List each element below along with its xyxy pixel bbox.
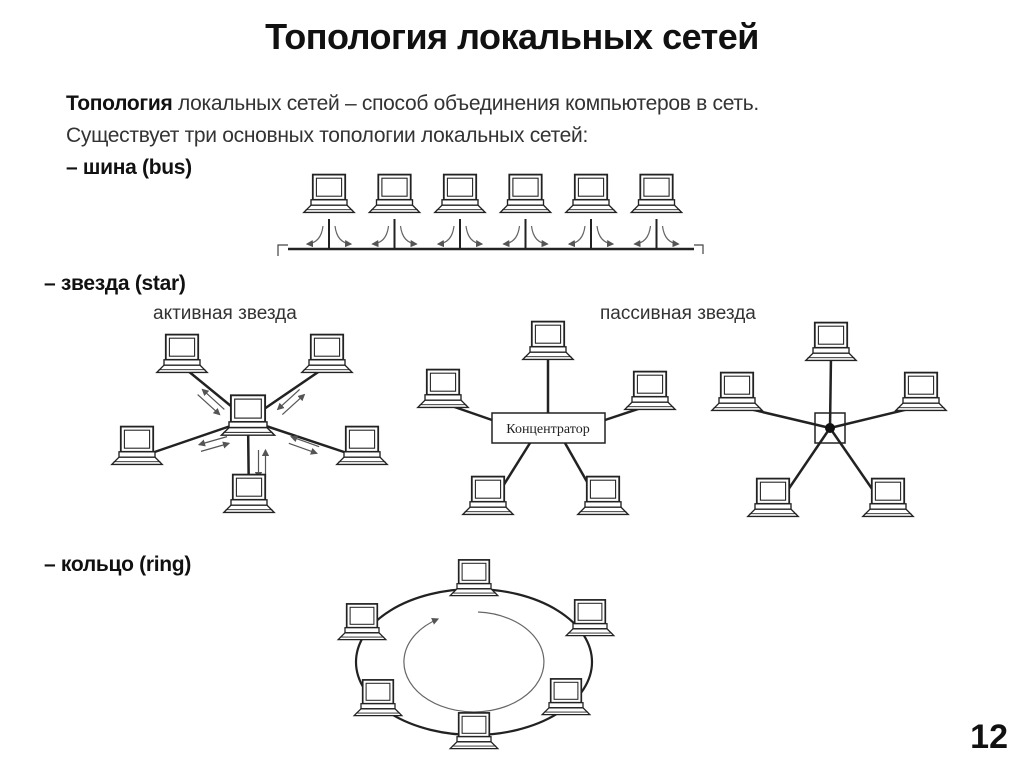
star-label: – звезда (star) [44,272,186,295]
arrow-icon [567,225,586,248]
computer-icon [449,559,499,597]
computer-icon [521,320,575,361]
arrow-icon [436,225,455,248]
arrow-icon [530,225,549,248]
ring-label: – кольцо (ring) [44,553,192,576]
computer-icon [623,370,677,411]
page-number: 12 [970,718,1008,756]
arrow-icon [281,393,306,416]
active-star-label: активная звезда [153,303,297,324]
ring-diagram [337,559,615,750]
arrow-icon [201,388,225,410]
computer-icon [337,603,387,641]
slide-title: Топология локальных сетей [265,16,759,57]
definition-text: Топология локальных сетей – способ объед… [66,92,759,116]
computer-icon [710,371,764,412]
computer-icon [499,173,552,214]
computer-icon [804,321,858,362]
computer-icon [576,475,630,516]
arrow-icon [276,388,301,411]
computer-icon [302,173,356,214]
computer-icon [416,368,470,409]
arrow-icon [290,435,320,448]
arrow-icon [371,225,390,248]
computer-icon [368,173,421,214]
hub-label: Концентратор [506,422,589,437]
ring-direction-arrow [403,611,545,713]
active-star-diagram [110,333,389,514]
passive-star-label: пассивная звезда [600,303,756,324]
passive-star-point-diagram [710,321,948,518]
arrow-icon [288,442,318,455]
computer-icon [222,473,276,514]
computer-icon [155,333,209,374]
hub-box [491,412,606,444]
arrow-icon [596,225,615,248]
passive-star-hub-diagram: Концентратор [416,320,677,516]
computer-icon [565,599,615,637]
computer-icon [433,173,487,214]
arrow-icon [465,225,484,248]
bus-label: – шина (bus) [66,156,192,179]
computer-icon [110,425,164,466]
computer-icon [335,425,389,466]
intro-text: Существует три основных топологии локаль… [66,124,588,147]
bus-terminator-right [694,244,704,254]
computer-icon [220,394,276,437]
arrow-icon [502,225,521,248]
arrow-icon [399,225,418,248]
arrow-icon [305,225,324,248]
computer-icon [300,333,354,374]
bus-diagram [277,173,704,256]
bus-terminator-left [277,244,288,256]
computer-icon [541,678,591,716]
arrow-icon [200,441,231,452]
computer-icon [449,712,499,750]
junction-point [825,423,835,433]
definition-rest: локальных сетей – способ объединения ком… [172,92,759,115]
arrow-icon [197,394,221,416]
arrow-icon [661,225,680,248]
arrow-icon [633,225,652,248]
arrow-icon [197,436,228,447]
arrow-icon [334,225,353,248]
computer-icon [564,173,618,214]
computer-icon [894,371,948,412]
network-link [828,355,833,429]
computer-icon [630,173,683,214]
definition-term: Топология [66,92,173,115]
